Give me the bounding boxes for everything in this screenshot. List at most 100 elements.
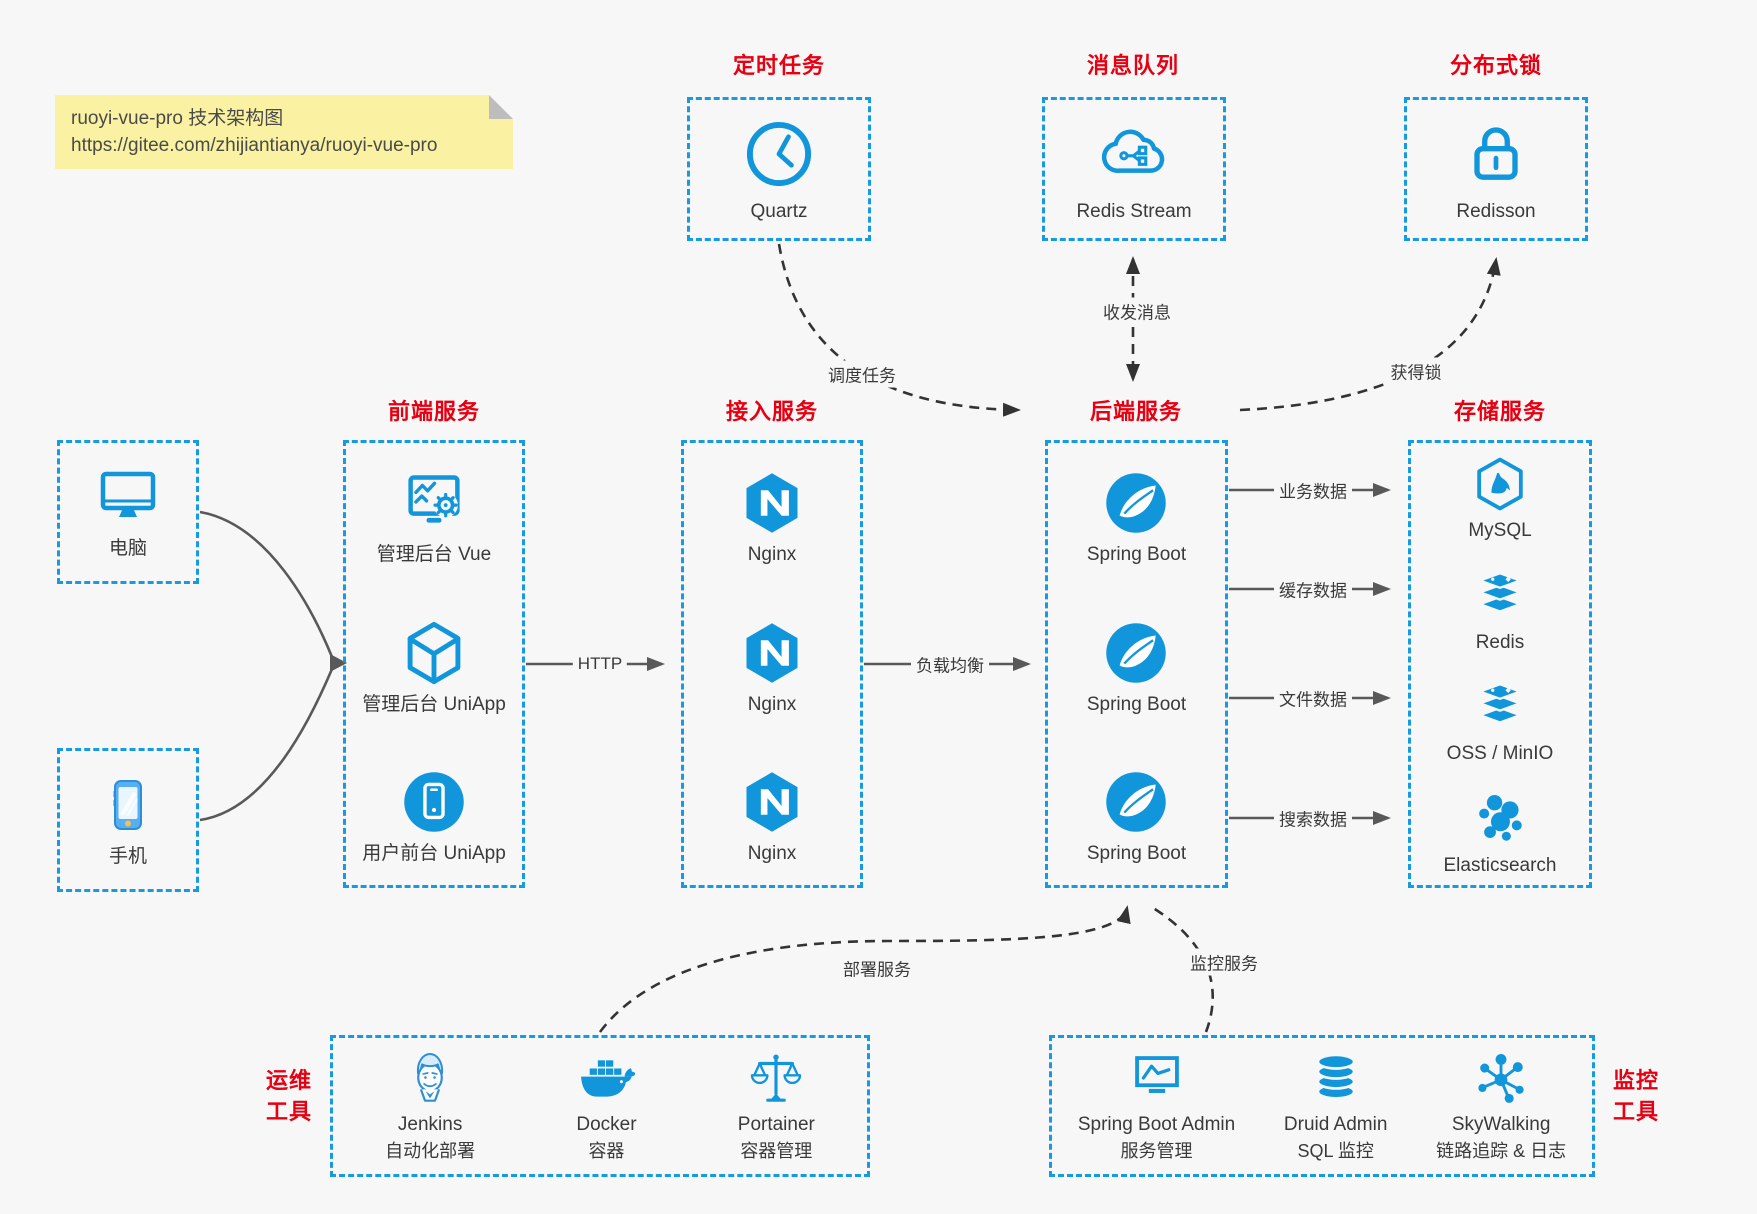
database-icon (1307, 1049, 1365, 1107)
nginx-icon (738, 768, 806, 836)
monitor-title-line1: 监控 (1612, 1068, 1660, 1093)
storage-stack-icon (1471, 678, 1529, 736)
edge-label-load-balance: 负载均衡 (911, 650, 989, 678)
node-label-admin-uniapp: 管理后台 UniApp (362, 693, 506, 715)
node-label-springboot-admin: Spring Boot Admin (1077, 1114, 1236, 1136)
column-title-backend: 后端服务 (1089, 399, 1183, 424)
cube-icon (400, 619, 468, 687)
edge-schedule (777, 243, 1021, 417)
node-label-desktop: 电脑 (108, 537, 147, 559)
node-label-quartz: Quartz (750, 200, 808, 222)
node-label-docker: Docker (576, 1114, 637, 1136)
elasticsearch-icon (1471, 790, 1529, 848)
node-springboot-2: Spring Boot (1087, 619, 1186, 716)
node-label-nginx-2: Nginx (747, 693, 797, 715)
cloud-queue-icon (1096, 116, 1172, 192)
node-label-springboot-3: Spring Boot (1086, 843, 1187, 865)
spring-icon (1102, 768, 1170, 836)
edge-label-lock: 获得锁 (1385, 357, 1447, 385)
node-desc-docker: 容器 (588, 1141, 625, 1162)
edge-label-search-data: 搜索数据 (1274, 804, 1352, 832)
edge-label-file-data: 文件数据 (1274, 684, 1352, 712)
edge-client-arrowhead (330, 654, 347, 672)
group-title-monitor-tools: 监控 工具 (1613, 1066, 1659, 1128)
group-box-backend: Spring Boot Spring Boot Spring Boot (1045, 440, 1228, 888)
node-nginx-2: Nginx (738, 619, 806, 716)
node-label-oss-minio: OSS / MinIO (1446, 743, 1554, 765)
edge-label-messaging: 收发消息 (1098, 297, 1176, 325)
lock-icon (1458, 116, 1534, 192)
group-title-ops-tools: 运维 工具 (266, 1066, 312, 1128)
edge-deploy (598, 905, 1131, 1033)
node-nginx-3: Nginx (738, 768, 806, 865)
sticky-note: ruoyi-vue-pro 技术架构图 https://gitee.com/zh… (55, 95, 513, 169)
node-desktop-client: 电脑 (57, 440, 199, 584)
node-springboot-3: Spring Boot (1087, 768, 1186, 865)
group-title-scheduled-tasks: 定时任务 (732, 53, 826, 78)
edge-label-deploy: 部署服务 (838, 954, 916, 982)
smartphone-icon (96, 773, 160, 837)
node-nginx-1: Nginx (738, 469, 806, 566)
node-jenkins: Jenkins 自动化部署 (385, 1049, 475, 1162)
column-title-frontend: 前端服务 (387, 399, 481, 424)
admin-vue-icon (400, 469, 468, 537)
node-quartz: Quartz (687, 97, 871, 241)
node-phone-client: 手机 (57, 748, 199, 892)
ops-title-line1: 运维 (265, 1068, 313, 1093)
node-springboot-admin: Spring Boot Admin 服务管理 (1078, 1049, 1235, 1162)
mysql-icon (1471, 455, 1529, 513)
edge-label-monitor: 监控服务 (1185, 948, 1263, 976)
scales-icon (747, 1049, 805, 1107)
group-box-frontend: 管理后台 Vue 管理后台 UniApp 用户前台 UniApp (343, 440, 525, 888)
node-label-springboot-2: Spring Boot (1086, 693, 1187, 715)
group-box-gateway: Nginx Nginx Nginx (681, 440, 863, 888)
node-label-nginx-3: Nginx (747, 843, 797, 865)
topology-icon (1472, 1049, 1530, 1107)
note-fold-corner (489, 95, 513, 119)
nginx-icon (738, 469, 806, 537)
group-box-ops-tools: Jenkins 自动化部署 Docker 容器 Portainer 容器管理 (330, 1035, 870, 1177)
group-title-message-queue: 消息队列 (1086, 53, 1180, 78)
edge-label-cache-data: 缓存数据 (1274, 575, 1352, 603)
node-label-user-uniapp: 用户前台 UniApp (362, 843, 506, 865)
edge-label-schedule: 调度任务 (823, 360, 901, 388)
node-user-uniapp: 用户前台 UniApp (362, 768, 506, 865)
monitor-chart-icon (1128, 1049, 1186, 1107)
node-label-springboot-1: Spring Boot (1086, 544, 1187, 565)
node-redisson: Redisson (1404, 97, 1588, 241)
node-label-redis: Redis (1475, 631, 1525, 653)
monitor-title-line2: 工具 (1612, 1098, 1660, 1124)
group-box-monitor-tools: Spring Boot Admin 服务管理 Druid Admin SQL 监… (1049, 1035, 1595, 1177)
edge-label-business-data: 业务数据 (1274, 476, 1352, 504)
node-label-nginx-1: Nginx (747, 544, 797, 565)
node-label-redis-stream: Redis Stream (1076, 200, 1192, 222)
group-box-storage: MySQL Redis OSS / MinIO Elasticsearch (1408, 440, 1592, 888)
storage-stack-icon (1471, 567, 1529, 625)
clock-icon (741, 116, 817, 192)
column-title-storage: 存储服务 (1453, 399, 1547, 424)
spring-icon (1102, 469, 1170, 537)
nginx-icon (738, 619, 806, 687)
spring-icon (1102, 619, 1170, 687)
user-app-icon (400, 768, 468, 836)
column-title-gateway: 接入服务 (725, 399, 819, 424)
edge-label-http: HTTP (572, 653, 628, 675)
jenkins-icon (401, 1049, 459, 1107)
node-elasticsearch: Elasticsearch (1444, 790, 1557, 877)
node-desc-skywalking: 链路追踪 & 日志 (1436, 1141, 1567, 1162)
node-oss-minio: OSS / MinIO (1446, 678, 1554, 765)
node-label-mysql: MySQL (1468, 520, 1532, 541)
edge-lock (1239, 257, 1501, 412)
node-label-druid-admin: Druid Admin (1283, 1114, 1388, 1136)
edge-client-desktop (199, 510, 334, 658)
node-redis-stream: Redis Stream (1042, 97, 1226, 241)
node-portainer: Portainer 容器管理 (738, 1049, 815, 1162)
node-label-redisson: Redisson (1456, 200, 1536, 222)
node-mysql: MySQL (1468, 455, 1532, 542)
node-admin-uniapp: 管理后台 UniApp (362, 619, 506, 716)
node-label-elasticsearch: Elasticsearch (1443, 855, 1557, 877)
node-druid-admin: Druid Admin SQL 监控 (1283, 1049, 1388, 1162)
node-desc-portainer: 容器管理 (740, 1141, 813, 1162)
node-desc-jenkins: 自动化部署 (385, 1141, 476, 1162)
